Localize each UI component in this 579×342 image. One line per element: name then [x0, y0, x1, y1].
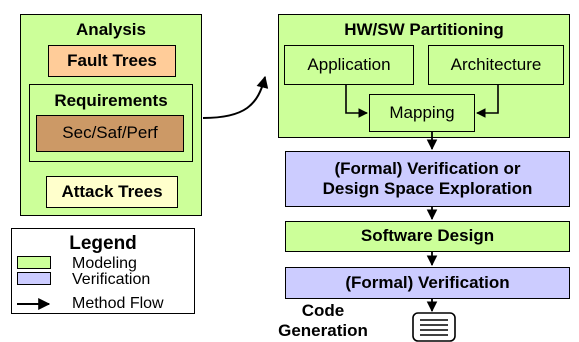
legend-title: Legend: [69, 232, 137, 254]
legend-label-method-flow: Method Flow: [72, 295, 164, 313]
sec-saf-perf-box: Sec/Saf/Perf: [36, 115, 184, 152]
formal-verification-box: (Formal) Verification: [285, 267, 570, 299]
analysis-title: Analysis: [76, 19, 146, 39]
architecture-box: Architecture: [428, 45, 564, 85]
legend-label-modeling: Modeling: [72, 255, 137, 273]
verification-dse-box: (Formal) Verification or Design Space Ex…: [285, 151, 570, 207]
code-generation-label: Code Generation: [268, 300, 378, 342]
partitioning-title: HW/SW Partitioning: [344, 19, 504, 39]
legend-label-verification: Verification: [72, 271, 151, 289]
legend-swatch-verification: [17, 272, 51, 285]
code-generation-line2: Generation: [278, 321, 368, 340]
document-icon: [412, 312, 456, 342]
attack-trees-box: Attack Trees: [46, 176, 178, 208]
verification-dse-line2: Design Space Exploration: [322, 179, 533, 198]
code-generation-line1: Code: [301, 301, 345, 321]
legend-swatch-modeling: [17, 256, 51, 269]
verification-dse-line1: (Formal) Verification or: [334, 158, 521, 178]
fault-trees-box: Fault Trees: [48, 45, 176, 77]
arrow-analysis-to-partitioning: [202, 75, 269, 119]
mapping-box: Mapping: [369, 94, 475, 132]
requirements-title: Requirements: [54, 90, 168, 110]
arrow-application-to-mapping: [345, 85, 368, 118]
arrow-architecture-to-mapping: [476, 85, 499, 118]
software-design-box: Software Design: [285, 221, 570, 252]
application-box: Application: [284, 45, 414, 85]
